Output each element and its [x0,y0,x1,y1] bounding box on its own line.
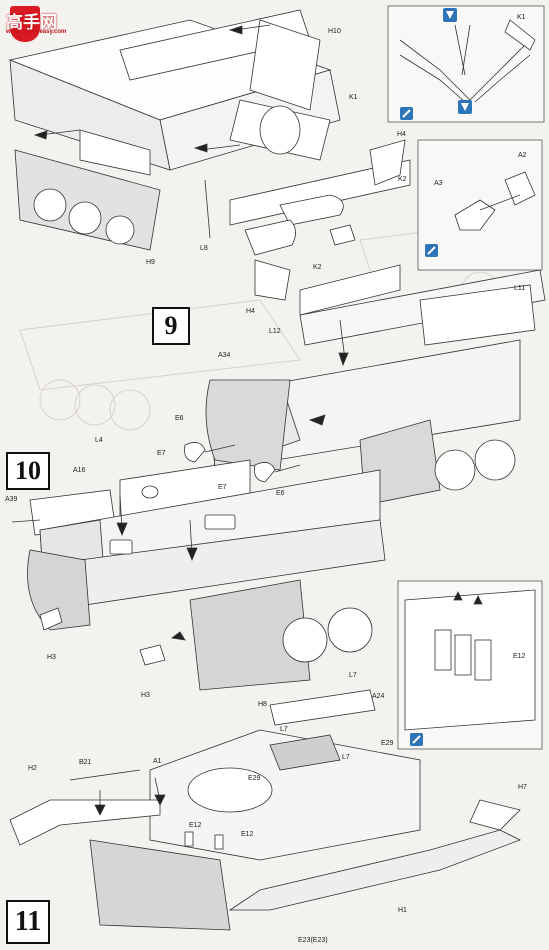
label-e23: E23(E23) [298,937,328,944]
label-l7-c: L7 [342,754,350,761]
label-e12-a: E12 [189,822,202,829]
label-l12: L12 [269,328,281,335]
label-l4: L4 [95,437,103,444]
label-a16: A16 [73,467,86,474]
label-h3-b: H3 [141,692,150,699]
label-e7-b: E7 [218,484,227,491]
inset-a2-a3-drawing [454,171,536,231]
inset-e12-drawing [404,589,536,731]
label-a34: A34 [218,352,231,359]
logo-shield-icon [10,6,40,42]
brand-logo: 高手网 www.hobbyeasy.com [2,4,94,44]
label-e7-a: E7 [157,450,166,457]
label-a39: A39 [5,496,18,503]
label-h9: H9 [146,259,155,266]
label-a24: A24 [372,693,385,700]
label-h1: H1 [398,907,407,914]
logo-url-text: www.hobbyeasy.com [6,29,67,35]
label-a1: A1 [153,758,162,765]
label-h7: H7 [518,784,527,791]
label-h2: H2 [28,765,37,772]
label-e29-a: E29 [381,740,394,747]
label-k1-top: K1 [517,14,526,21]
label-h4-a: H4 [397,131,406,138]
label-l7-b: L7 [280,726,288,733]
label-k1-mid: K1 [349,94,358,101]
label-a2: A2 [518,152,527,159]
label-l11: L11 [514,285,526,292]
label-k2-a: K2 [398,176,407,183]
step-11-assembly [9,689,521,931]
label-h8: H8 [258,701,267,708]
step-number-10: 10 [6,452,50,490]
label-h4-b: H4 [246,308,255,315]
label-l8: L8 [200,245,208,252]
step-8-assembly [8,9,411,301]
label-e6-a: E6 [175,415,184,422]
label-a3: A3 [434,180,443,187]
label-b21: B21 [79,759,92,766]
logo-brand-text: 高手网 [6,13,57,32]
label-h3-a: H3 [47,654,56,661]
label-e29-b: E29 [248,775,261,782]
label-l7-a: L7 [349,672,357,679]
label-e12-inset: E12 [513,653,526,660]
label-h10: H10 [328,28,341,35]
label-e6-b: E6 [276,490,285,497]
step-number-9: 9 [152,307,190,345]
label-k2-b: K2 [313,264,322,271]
step-10-assembly [11,459,386,691]
inset-k1-drawing [399,19,536,103]
step-number-11: 11 [6,900,50,944]
label-e12-b: E12 [241,831,254,838]
